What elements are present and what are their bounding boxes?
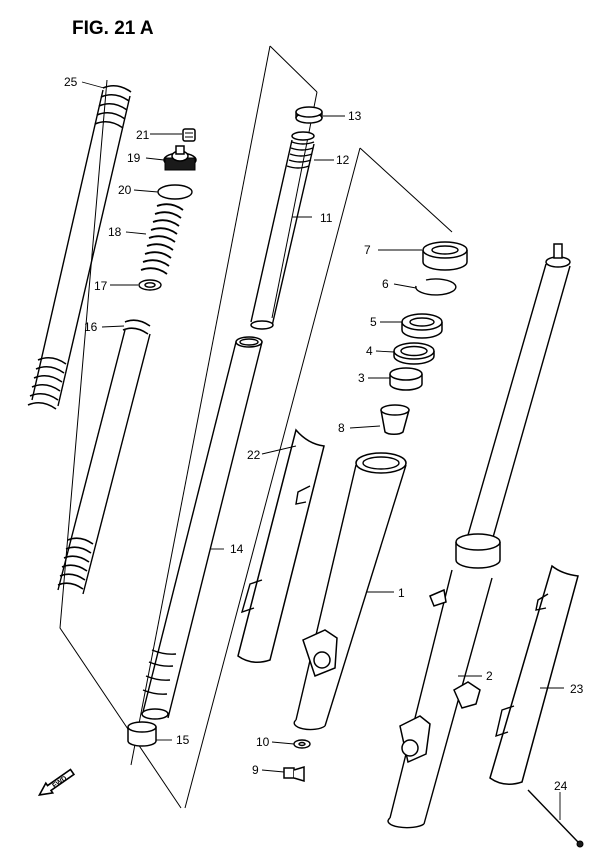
callout-5: 5 bbox=[370, 315, 377, 329]
part-11-cylinder[interactable] bbox=[250, 139, 315, 330]
part-17-washer[interactable] bbox=[138, 279, 162, 291]
part-7-dust-seal[interactable] bbox=[422, 241, 468, 271]
callout-15: 15 bbox=[176, 733, 190, 747]
part-19-cap-bolt[interactable] bbox=[163, 145, 197, 171]
callout-labels: 25 21 19 20 18 17 16 13 12 11 7 6 5 4 3 … bbox=[64, 75, 584, 793]
callout-3: 3 bbox=[358, 371, 365, 385]
callout-20: 20 bbox=[118, 183, 132, 197]
callout-12: 12 bbox=[336, 153, 350, 167]
part-23-fork-cover[interactable] bbox=[489, 564, 579, 785]
part-9-drain-bolt[interactable] bbox=[283, 765, 305, 783]
part-14-inner-tube[interactable] bbox=[141, 336, 263, 720]
fwd-label: FWD bbox=[51, 775, 68, 790]
part-16-damper-rod[interactable] bbox=[57, 319, 151, 595]
callout-4: 4 bbox=[366, 344, 373, 358]
callout-9: 9 bbox=[252, 763, 259, 777]
part-5-oil-seal[interactable] bbox=[401, 313, 443, 339]
part-25-fork-spring[interactable] bbox=[27, 84, 132, 410]
callout-1: 1 bbox=[398, 586, 405, 600]
callout-25: 25 bbox=[64, 75, 78, 89]
part-15-slide-bushing[interactable] bbox=[127, 721, 157, 747]
part-4-washer[interactable] bbox=[393, 342, 435, 365]
callout-11: 11 bbox=[320, 211, 333, 225]
callout-17: 17 bbox=[94, 279, 108, 293]
callout-10: 10 bbox=[256, 735, 270, 749]
part-1-outer-tube[interactable] bbox=[293, 452, 407, 731]
callout-2: 2 bbox=[486, 669, 493, 683]
callout-18: 18 bbox=[108, 225, 122, 239]
part-3-guide-bushing[interactable] bbox=[389, 367, 423, 391]
callout-8: 8 bbox=[338, 421, 345, 435]
callout-19: 19 bbox=[127, 151, 141, 165]
part-8-oil-lock-piece[interactable] bbox=[380, 404, 410, 435]
callout-14: 14 bbox=[230, 542, 244, 556]
callout-23: 23 bbox=[570, 682, 584, 696]
figure-title: FIG. 21 A bbox=[72, 18, 154, 39]
callout-24: 24 bbox=[554, 779, 568, 793]
part-21-bolt[interactable] bbox=[182, 128, 196, 142]
callout-22: 22 bbox=[247, 448, 261, 462]
leader-lines bbox=[81, 81, 564, 820]
part-18-spacer-spring[interactable] bbox=[140, 203, 184, 275]
callout-16: 16 bbox=[84, 320, 98, 334]
part-12-piston-ring[interactable] bbox=[286, 131, 315, 169]
callout-7: 7 bbox=[364, 243, 371, 257]
part-6-stopper-ring[interactable] bbox=[415, 278, 457, 296]
callout-6: 6 bbox=[382, 277, 389, 291]
part-2-front-fork-assembly[interactable] bbox=[387, 243, 571, 829]
part-20-o-ring[interactable] bbox=[157, 184, 193, 200]
fwd-arrow-icon: FWD bbox=[37, 768, 76, 796]
part-10-gasket[interactable] bbox=[293, 739, 311, 749]
part-22-fork-cover[interactable] bbox=[237, 428, 325, 663]
part-24-pin[interactable] bbox=[527, 789, 584, 848]
callout-13: 13 bbox=[348, 109, 362, 123]
part-13-ring[interactable] bbox=[295, 106, 323, 124]
callout-21: 21 bbox=[136, 128, 150, 142]
